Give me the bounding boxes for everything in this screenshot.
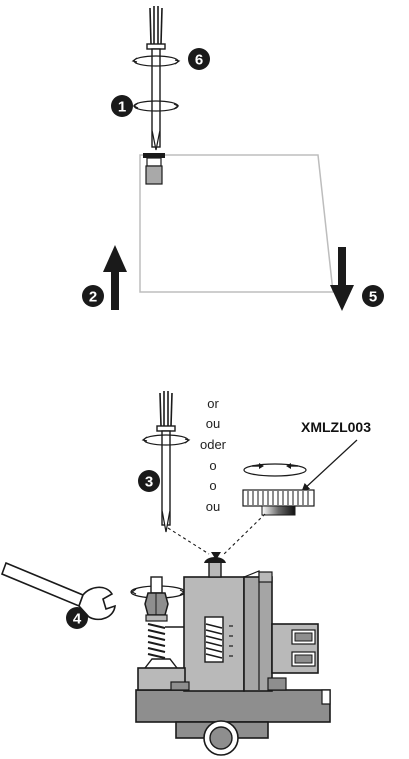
step-badge-3: 3 <box>138 470 160 492</box>
guide-line-left <box>167 527 210 555</box>
step-badge-5: 5 <box>362 285 384 307</box>
svg-text:5: 5 <box>369 289 377 306</box>
mounting-panel <box>139 154 334 293</box>
svg-text:1: 1 <box>118 99 126 116</box>
part-leader-line <box>301 439 358 492</box>
step-badge-4: 4 <box>66 607 88 629</box>
alt-0: or <box>207 396 219 411</box>
step-badge-6: 6 <box>188 48 210 70</box>
alternatives-list: or ou oder o o ou <box>200 396 227 514</box>
alt-1: ou <box>206 416 220 431</box>
alt-5: ou <box>206 499 220 514</box>
step-badge-1: 1 <box>111 95 133 117</box>
svg-text:2: 2 <box>89 289 97 306</box>
alt-2: oder <box>200 437 227 452</box>
part-label: XMLZL003 <box>301 419 371 435</box>
arrow-up-icon <box>103 245 127 310</box>
top-screwdriver <box>131 6 181 151</box>
svg-text:4: 4 <box>73 611 82 628</box>
bottom-screwdriver <box>141 391 191 533</box>
svg-text:6: 6 <box>195 52 203 69</box>
guide-arrowhead <box>211 552 221 560</box>
guide-line-right <box>223 513 266 555</box>
panel-screw <box>143 153 165 185</box>
svg-text:3: 3 <box>145 474 153 491</box>
alt-4: o <box>209 478 216 493</box>
alt-3: o <box>209 458 216 473</box>
adjustment-knob <box>242 463 315 516</box>
arrow-down-icon <box>330 247 354 311</box>
step-badge-2: 2 <box>82 285 104 307</box>
switch-device <box>135 557 331 756</box>
wrench-icon <box>0 561 116 621</box>
